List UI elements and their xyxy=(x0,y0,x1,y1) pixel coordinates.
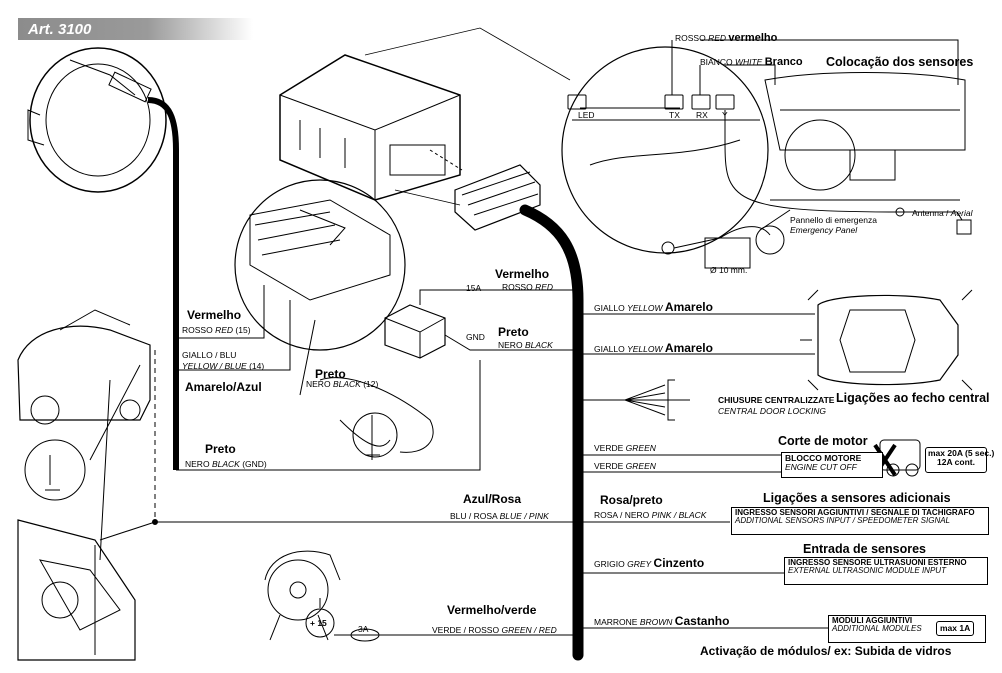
sensor-harness xyxy=(147,97,179,470)
article-number: Art. 3100 xyxy=(28,21,92,38)
hole-size-label: Ø 10 mm. xyxy=(710,265,748,275)
red-wire-pt: Vermelho xyxy=(187,308,242,322)
connector-label-rx: RX xyxy=(696,110,708,120)
battery-gnd-label: GND xyxy=(466,332,485,342)
connector-label-tx: TX xyxy=(669,110,680,120)
yellow1-wire-label: GIALLO YELLOW Amarelo xyxy=(594,300,713,314)
green2-wire-label: VERDE GREEN xyxy=(594,461,656,471)
add-sensors-title: Ligações a sensores adicionais xyxy=(763,491,951,505)
article-badge: Art. 3100 xyxy=(18,18,253,40)
grey-wire-label: GRIGIO GREY Cinzento xyxy=(594,556,705,570)
car-topview-illustration xyxy=(800,289,973,391)
red-wire-label: ROSSO RED (15) xyxy=(182,325,251,335)
car-interior-illustration xyxy=(17,519,136,661)
connector-label-y: Y xyxy=(722,110,728,120)
red-top-label: ROSSO RED vermelho xyxy=(675,32,778,44)
ultrasonic-box: INGRESSO SENSORE ULTRASUONI ESTERNO EXTE… xyxy=(784,557,988,585)
door-switch-detail xyxy=(24,439,86,501)
central-lock-label: CHIUSURE CENTRALIZZATE CENTRAL DOOR LOCK… xyxy=(718,395,835,416)
battery-red-label: ROSSO RED xyxy=(502,282,554,292)
battery-black-pt: Preto xyxy=(498,325,529,339)
yellow-blue-wire-label: GIALLO / BLU YELLOW / BLUE (14) xyxy=(182,350,265,371)
green-red-label: VERDE / ROSSO GREEN / RED xyxy=(432,625,557,635)
steering-wheel-illustration xyxy=(264,550,341,641)
harness-connector-illustration xyxy=(454,164,541,231)
engine-cut-title: Corte de motor xyxy=(778,434,868,448)
ignition-label: + 15 xyxy=(310,618,327,628)
main-harness xyxy=(519,204,584,661)
pink-black-label: ROSA / NERO PINK / BLACK xyxy=(594,510,707,520)
ultrasonic-sensor-illustration xyxy=(27,47,167,193)
antenna-label: Antenna / Aerial xyxy=(912,208,973,218)
battery-fuse-label: 15A xyxy=(466,283,482,293)
modules-max-label: max 1A xyxy=(936,621,975,636)
blue-pink-pt: Azul/Rosa xyxy=(463,492,522,506)
battery-black-label: NERO BLACK xyxy=(498,340,553,350)
sensor-placement-title: Colocação dos sensores xyxy=(826,55,974,69)
car-rear-illustration xyxy=(17,309,151,425)
engine-block-box: BLOCCO MOTORE ENGINE CUT OFF xyxy=(781,452,883,478)
central-lock-pt: Ligações ao fecho central xyxy=(836,391,990,405)
ignition-illustration xyxy=(319,377,434,460)
green1-wire-label: VERDE GREEN xyxy=(594,443,656,453)
fuse-3a-label: 3A xyxy=(358,624,369,634)
blue-pink-label: BLU / ROSA BLUE / PINK xyxy=(450,511,549,521)
gnd-wire-label: NERO BLACK (GND) xyxy=(185,459,267,469)
modules-caption: Activação de módulos/ ex: Subida de vidr… xyxy=(700,644,952,658)
yellow-blue-wire-pt: Amarelo/Azul xyxy=(185,380,262,394)
white-label: BIANCO WHITE Branco xyxy=(700,56,803,68)
connector-label-led: LED xyxy=(578,110,595,120)
brown-wire-label: MARRONE BROWN Castanho xyxy=(594,614,730,628)
battery-illustration xyxy=(384,304,446,359)
battery-red-pt: Vermelho xyxy=(495,267,550,281)
control-unit-illustration xyxy=(279,54,461,201)
green-red-pt: Vermelho/verde xyxy=(447,603,537,617)
black-wire-pt: Preto xyxy=(315,367,346,381)
engine-max-box: max 20A (5 sec.) 12A cont. xyxy=(925,447,994,473)
black-wire-label: NERO BLACK (12) xyxy=(306,379,379,389)
add-sensors-box: INGRESSO SENSORI AGGIUNTIVI / SEGNALE DI… xyxy=(731,507,989,535)
sensor-input-title: Entrada de sensores xyxy=(803,542,926,556)
gnd-wire-pt: Preto xyxy=(205,442,236,456)
modules-box: MODULI AGGIUNTIVI ADDITIONAL MODULES xyxy=(828,615,986,643)
yellow2-wire-label: GIALLO YELLOW Amarelo xyxy=(594,341,713,355)
pink-black-pt: Rosa/preto xyxy=(600,493,663,507)
dashboard-detail-circle xyxy=(561,46,769,254)
emergency-panel-label: Pannello di emergenza Emergency Panel xyxy=(790,215,877,235)
connector-detail-circle xyxy=(234,179,406,351)
car-dashboard-illustration xyxy=(764,72,966,201)
